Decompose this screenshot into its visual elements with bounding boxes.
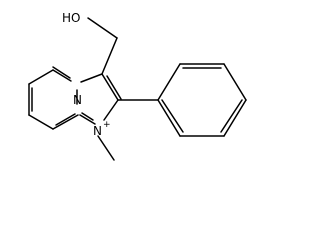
bond <box>52 66 71 79</box>
imidazole-ring <box>79 73 122 125</box>
bond <box>161 99 184 133</box>
bond <box>52 69 72 82</box>
methyl-group <box>97 135 115 161</box>
bond <box>103 99 119 121</box>
bond <box>97 135 115 161</box>
bond <box>220 99 243 133</box>
bond <box>101 73 119 101</box>
pyridine-ring <box>28 66 79 130</box>
bond <box>106 75 122 100</box>
bond <box>28 69 54 85</box>
bond <box>79 114 96 125</box>
bond <box>157 63 181 101</box>
methyl-nitrogen-label: N <box>93 124 102 138</box>
chemical-structure-diagram: HO N N + <box>28 11 247 161</box>
bond <box>101 37 118 75</box>
bond <box>52 114 79 130</box>
bond <box>81 112 94 121</box>
bond <box>223 99 247 137</box>
phenyl-ring <box>117 63 247 137</box>
bond <box>28 114 54 130</box>
hydroxyl-label: HO <box>62 11 80 25</box>
bridgehead-nitrogen-label: N <box>73 93 82 107</box>
hydroxymethyl-group <box>87 17 118 75</box>
bond <box>223 63 247 101</box>
bond <box>80 73 103 83</box>
positive-charge-label: + <box>103 120 111 130</box>
bond <box>157 99 181 137</box>
bond <box>55 113 76 126</box>
bond <box>87 17 118 39</box>
